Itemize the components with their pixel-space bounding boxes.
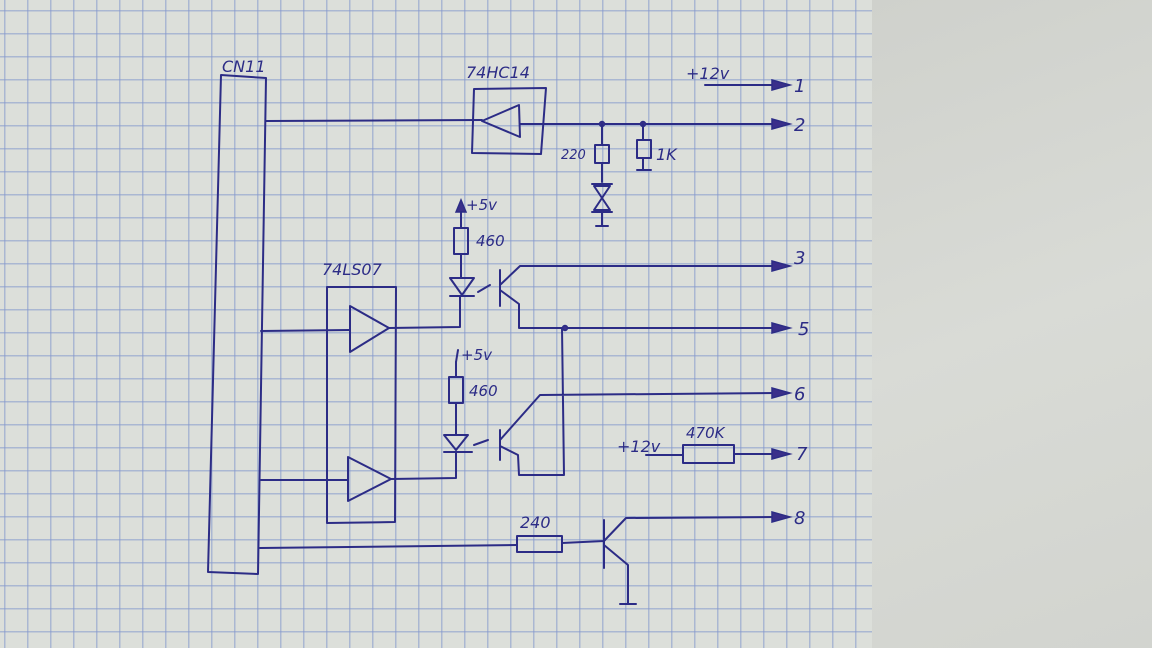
arrow-out-5 xyxy=(771,322,793,334)
arrow-out-7 xyxy=(771,448,793,460)
resistor-240 xyxy=(516,535,563,553)
output-1-label: 1 xyxy=(794,76,805,97)
wire-cn11-74hc14 xyxy=(265,119,483,122)
light-arrow-icon xyxy=(473,439,489,446)
ground-icon xyxy=(636,157,652,171)
light-arrow-icon xyxy=(477,284,491,293)
resistor-460-a-label: 460 xyxy=(476,232,505,250)
arrow-out-8 xyxy=(771,511,793,523)
resistor-460-b xyxy=(448,376,464,404)
resistor-460-a xyxy=(453,227,469,255)
wire-buf1-led1 xyxy=(388,295,461,329)
resistor-1k xyxy=(636,139,652,159)
output-2-label: 2 xyxy=(794,115,805,136)
junction xyxy=(561,324,569,332)
supply-arrow-icon xyxy=(455,349,459,363)
chip-74ls07: 74LS07 xyxy=(322,260,397,524)
resistor-220 xyxy=(594,144,610,164)
chip-74hc14: 74HC14 xyxy=(466,63,547,155)
resistor-470k xyxy=(682,444,735,464)
supply-5v-b: +5v xyxy=(461,346,493,364)
resistor-460-b-label: 460 xyxy=(469,382,498,400)
phototransistor-1 xyxy=(499,265,776,329)
arrow-out-2 xyxy=(771,118,793,130)
chip-74ls07-label: 74LS07 xyxy=(322,260,383,279)
transistor-icon xyxy=(561,516,776,605)
output-7-label: 7 xyxy=(796,444,808,465)
supply-arrow-icon xyxy=(454,198,468,213)
supply-5v-a: +5v xyxy=(466,196,498,214)
output-8-label: 8 xyxy=(794,508,805,529)
led-icon xyxy=(443,402,473,453)
output-6-label: 6 xyxy=(794,384,805,405)
led-icon xyxy=(449,253,475,297)
connector-cn11: CN11 xyxy=(207,57,267,575)
arrow-out-6 xyxy=(771,387,793,399)
resistor-240-label: 240 xyxy=(520,513,551,532)
resistor-220-label: 220 xyxy=(561,148,586,163)
wire-cn11-240 xyxy=(259,544,518,549)
table-surface xyxy=(872,0,1152,648)
chip-74hc14-label: 74HC14 xyxy=(466,63,530,82)
resistor-470k-label: 470K xyxy=(686,424,726,442)
resistor-1k-label: 1K xyxy=(656,145,678,164)
phototransistor-2 xyxy=(499,327,776,476)
arrow-out-3 xyxy=(771,260,793,272)
output-3-label: 3 xyxy=(794,248,805,269)
graph-paper xyxy=(0,0,872,648)
arrow-out-1 xyxy=(771,79,793,91)
wire-buf2-led2 xyxy=(390,452,457,480)
supply-12v-mid: +12v xyxy=(617,437,661,456)
connector-label: CN11 xyxy=(222,57,266,76)
zener-diode-icon xyxy=(591,162,613,227)
output-5-label: 5 xyxy=(798,319,809,340)
wire-cn11-buf1 xyxy=(260,329,351,332)
supply-12v-top: +12v xyxy=(686,64,730,83)
